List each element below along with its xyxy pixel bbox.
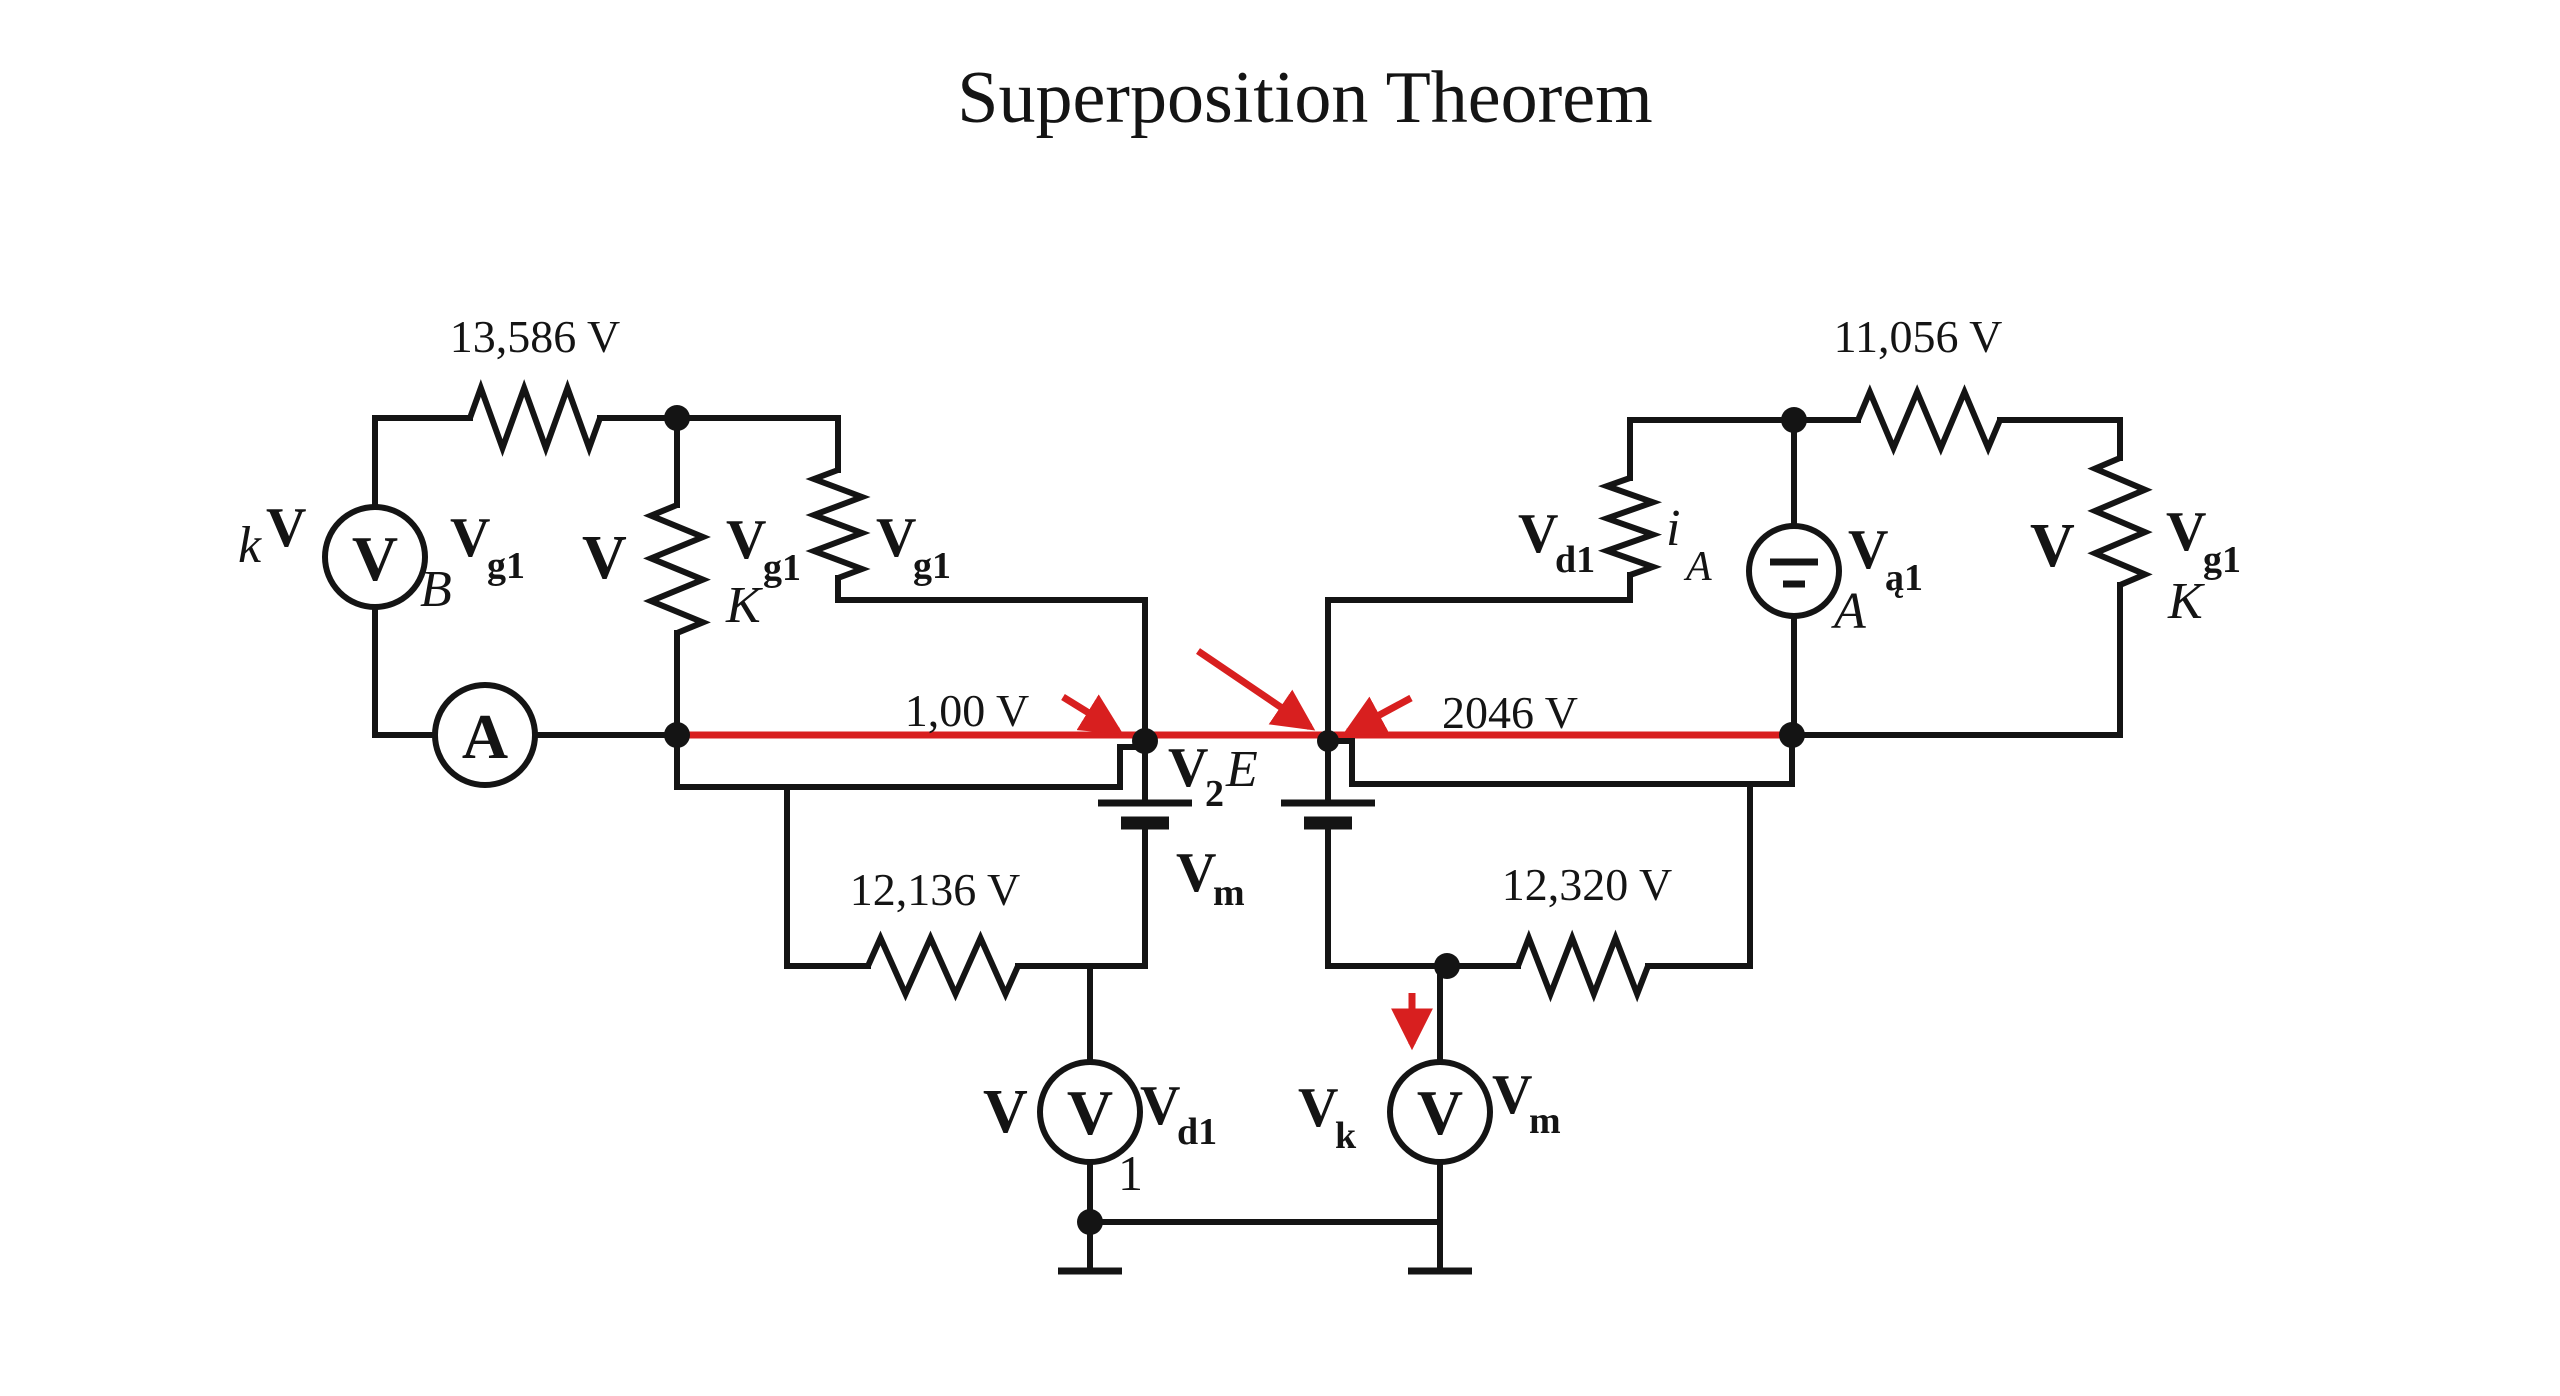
voltmeter-b-letter: V: [352, 523, 398, 594]
label-vg1-a: V: [450, 507, 490, 569]
label-vm-meter2-sub: m: [1529, 1100, 1561, 1142]
red-arrow-long: [1196, 648, 1316, 731]
label-vd1-meter1: V: [1140, 1075, 1180, 1137]
voltmeter-1-letter: V: [1067, 1077, 1113, 1148]
label-ia: i: [1666, 500, 1680, 557]
label-bottom-right-value: 12,320 V: [1502, 859, 1672, 910]
label-vg1-b: V: [726, 509, 766, 571]
label-v-left: V: [582, 524, 627, 592]
label-vd1-right: V: [1518, 503, 1558, 565]
label-vm-center-sub: m: [1213, 872, 1245, 914]
label-vg1-c-sub: g1: [913, 545, 951, 587]
junction-dot: [1132, 728, 1158, 754]
label-vd1-meter1-sub: d1: [1177, 1111, 1217, 1153]
resistor-vk-right: [2087, 455, 2153, 588]
red-arrow-right-node: [1342, 694, 1413, 736]
ammeter-icon: [432, 682, 538, 788]
resistor-vg1-branch: [805, 467, 871, 581]
resistor-bottom-left: [865, 930, 1021, 1002]
label-vm-meter2: V: [1492, 1064, 1532, 1126]
label-k-right: K: [2167, 573, 2205, 630]
label-right-node-value: 2046 V: [1442, 687, 1578, 738]
junction-dot: [1317, 730, 1339, 752]
label-v-prefix: V: [266, 497, 306, 559]
label-vg1-d: V: [2166, 501, 2206, 563]
label-vg1-b-sub: g1: [763, 547, 801, 589]
right-loop-wires: [1325, 417, 2123, 1271]
left-loop-wires: [372, 415, 1443, 1271]
label-va1: V: [1848, 519, 1888, 581]
label-left-node-value: 1,00 V: [905, 685, 1029, 736]
label-k-left: K: [725, 577, 763, 634]
junction-dot: [664, 722, 690, 748]
red-arrow-left-node: [1061, 694, 1124, 735]
label-ia-sub: A: [1683, 544, 1712, 590]
label-top-right-value: 11,056 V: [1834, 311, 2003, 362]
label-v-meter1-left: V: [983, 1078, 1028, 1146]
voltmeter-m-letter: V: [1417, 1077, 1463, 1148]
label-source-a: A: [1831, 583, 1866, 640]
junction-dot: [1781, 407, 1807, 433]
voltmeter-m-icon: [1387, 1059, 1493, 1165]
resistor-vd1-right: [1597, 475, 1663, 578]
label-vg1-c: V: [876, 507, 916, 569]
junction-dot: [1779, 722, 1805, 748]
page-title: Superposition Theorem: [957, 57, 1652, 139]
label-v-right: V: [2030, 512, 2075, 580]
label-v2e: V: [1168, 737, 1208, 799]
label-vk-meter2-sub: k: [1335, 1115, 1357, 1157]
dc-source-icon: [1746, 523, 1842, 619]
voltmeter-1-icon: [1037, 1059, 1143, 1165]
label-sub-b: B: [420, 561, 452, 618]
label-meter1-one: 1: [1118, 1145, 1143, 1201]
junction-dot: [1434, 953, 1460, 979]
voltmeter-b-icon: [322, 504, 428, 610]
label-va1-sub: ą1: [1885, 557, 1923, 599]
label-v2e-e: E: [1225, 741, 1258, 798]
resistor-vk-left: [643, 502, 711, 636]
resistor-bottom-right: [1515, 929, 1651, 1003]
resistor-top-right: [1855, 384, 2003, 456]
label-k-prefix: k: [238, 517, 262, 574]
label-vk-meter2: V: [1298, 1077, 1338, 1139]
resistor-top-left: [467, 379, 603, 457]
ammeter-letter: A: [462, 701, 508, 772]
label-vg1-d-sub: g1: [2203, 539, 2241, 581]
label-vm-center: V: [1176, 842, 1216, 904]
label-bottom-left-value: 12,136 V: [850, 864, 1020, 915]
label-vg1-a-sub: g1: [487, 545, 525, 587]
junction-dot: [664, 405, 690, 431]
label-v2e-sub: 2: [1205, 773, 1224, 815]
label-vd1-right-sub: d1: [1555, 539, 1595, 581]
label-top-left-value: 13,586 V: [450, 311, 620, 362]
junction-dot: [1077, 1209, 1103, 1235]
